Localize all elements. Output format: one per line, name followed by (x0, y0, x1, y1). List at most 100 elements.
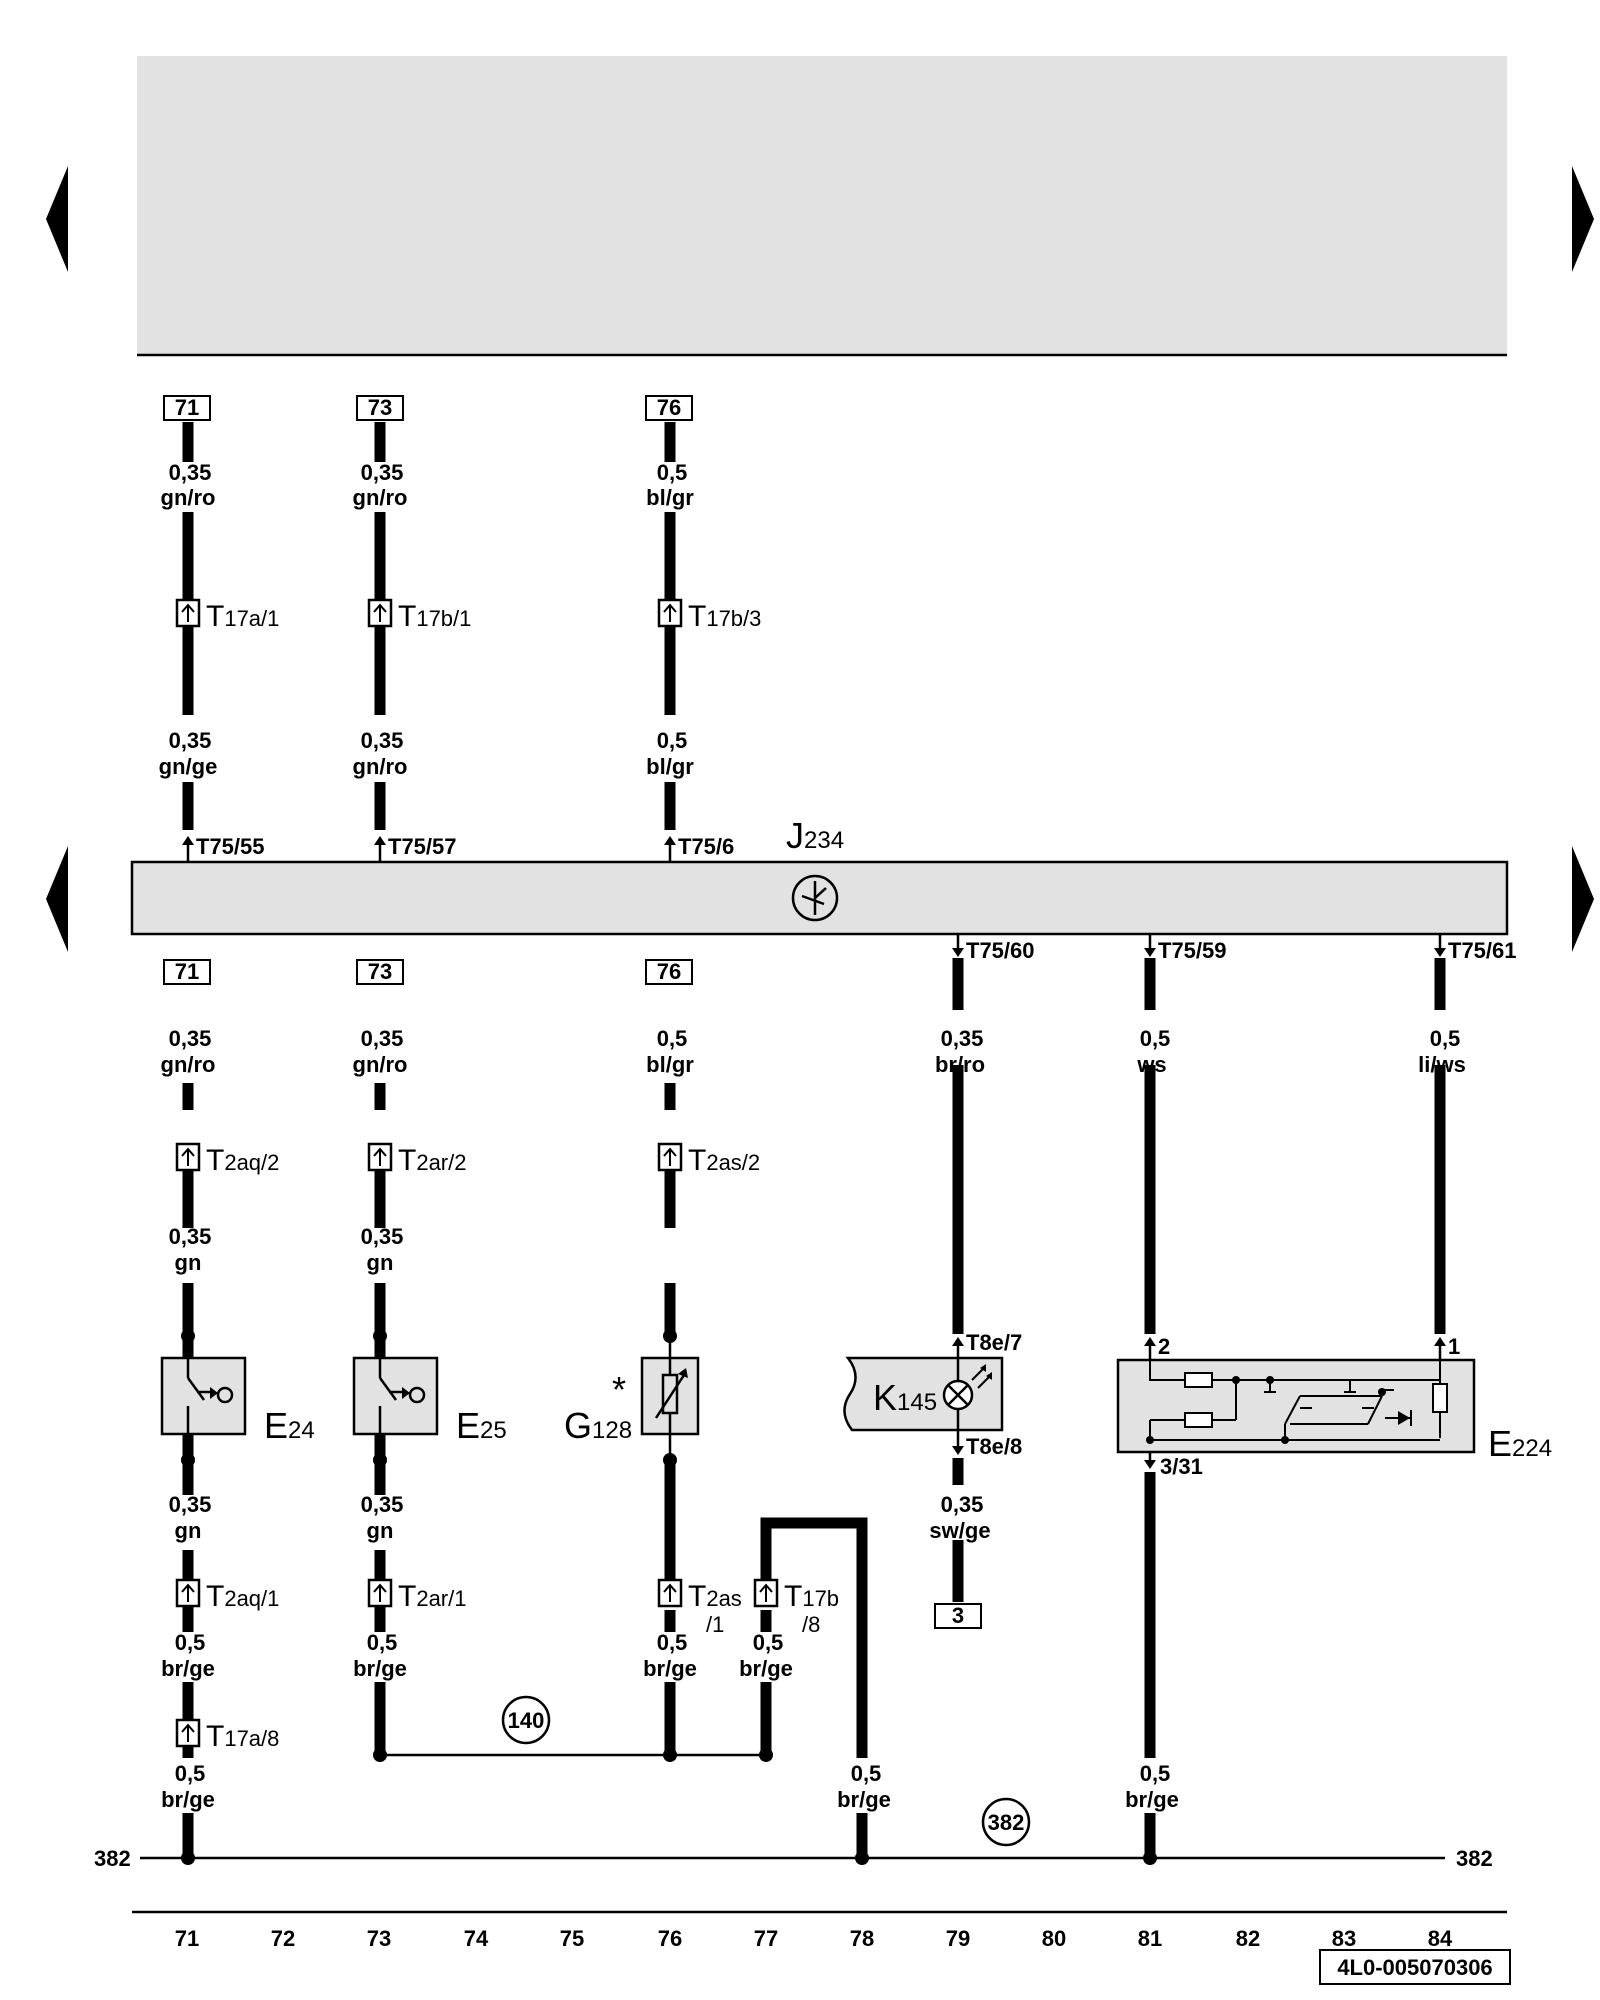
splice-circle-label: 140 (508, 1708, 545, 1733)
component-g128-mark: * (612, 1369, 626, 1410)
component-k145 (843, 1356, 1004, 1434)
pin-t75-61: T75/61 (1448, 938, 1517, 963)
pin-1: 1 (1448, 1334, 1460, 1359)
wire-size: 0,35 (169, 460, 212, 485)
wire-color: br/ge (739, 1656, 793, 1681)
column-number: 73 (367, 1926, 391, 1951)
control-unit-j234 (130, 860, 1509, 936)
ref-box-3: 3 (952, 1603, 964, 1628)
nav-left-arrow-top[interactable] (46, 166, 68, 272)
wire-color: br/ge (837, 1787, 891, 1812)
column-number: 72 (271, 1926, 295, 1951)
connector-label-t17b1: T17b/1 (398, 600, 471, 633)
wire-size: 0,35 (361, 1224, 404, 1249)
wire-color: br/ge (353, 1656, 407, 1681)
wire-size: 0,5 (1140, 1026, 1171, 1051)
pin-2: 2 (1158, 1334, 1170, 1359)
connector-label-t2as1: T2as (688, 1580, 742, 1613)
wire-size: 0,5 (367, 1630, 398, 1655)
connector-label-t17b8: T17b (784, 1580, 839, 1613)
wire-color: br/ge (161, 1656, 215, 1681)
wire-color: bl/gr (646, 1052, 694, 1077)
connector-label-t2as2: T2as/2 (688, 1144, 760, 1177)
wire-size: 0,35 (361, 728, 404, 753)
wire-size: 0,5 (753, 1630, 784, 1655)
wire-color: gn/ge (159, 754, 218, 779)
wire-color: gn/ro (161, 1052, 216, 1077)
column-number: 80 (1042, 1926, 1066, 1951)
column-number: 82 (1236, 1926, 1260, 1951)
column-number: 75 (560, 1926, 584, 1951)
ref-box-76-top: 76 (657, 395, 681, 420)
component-label-k145: K145 (873, 1377, 937, 1418)
component-label-e224: E224 (1488, 1423, 1552, 1464)
wire-color: gn (367, 1518, 394, 1543)
wire-color: gn/ro (353, 485, 408, 510)
column-number: 78 (850, 1926, 874, 1951)
pin-t75-59: T75/59 (1158, 938, 1227, 963)
wire-color: br/ge (161, 1787, 215, 1812)
pin-t75-55: T75/55 (196, 834, 265, 859)
wire-size: 0,5 (657, 1026, 688, 1051)
wire-size: 0,35 (169, 1224, 212, 1249)
pin-3-31: 3/31 (1160, 1454, 1203, 1479)
column-number: 81 (1138, 1926, 1162, 1951)
wire-color: gn/ro (161, 485, 216, 510)
wire-color: bl/gr (646, 754, 694, 779)
control-unit-label: J234 (786, 815, 844, 856)
document-id-box (1319, 1949, 1511, 1985)
ref-box-73-top: 73 (368, 395, 392, 420)
column-number: 83 (1332, 1926, 1356, 1951)
wire-size: 0,5 (175, 1761, 206, 1786)
component-e24 (160, 1336, 247, 1460)
wire-size: 0,35 (169, 1026, 212, 1051)
pin-t8e-8: T8e/8 (966, 1434, 1022, 1459)
component-label-e25: E25 (456, 1405, 507, 1446)
pin-t8e-7: T8e/7 (966, 1330, 1022, 1355)
wire-size: 0,5 (1140, 1761, 1171, 1786)
wire-size: 0,5 (851, 1761, 882, 1786)
control-unit-symbol-icon (791, 874, 839, 922)
connector-label-t17b8-suffix: /8 (802, 1612, 820, 1637)
column-number: 74 (464, 1926, 489, 1951)
wire-size: 0,35 (169, 728, 212, 753)
connector-label-t2ar1: T2ar/1 (398, 1580, 466, 1613)
nav-right-arrow-middle[interactable] (1572, 846, 1594, 952)
component-e25 (352, 1336, 439, 1460)
ground-382-marker (981, 1797, 1031, 1847)
ref-box-71-bottom: 71 (175, 959, 199, 984)
wire-color: gn/ro (353, 1052, 408, 1077)
pin-t75-6: T75/6 (678, 834, 734, 859)
connector-label-t2aq1: T2aq/1 (206, 1580, 279, 1613)
ref-box-73-bottom: 73 (368, 959, 392, 984)
top-panel (137, 56, 1507, 355)
pin-t75-57: T75/57 (388, 834, 457, 859)
wire-color: bl/gr (646, 485, 694, 510)
connector-label-t2ar2: T2ar/2 (398, 1144, 466, 1177)
splice-140-marker (501, 1695, 551, 1745)
column-number: 71 (175, 1926, 199, 1951)
column-number: 76 (658, 1926, 682, 1951)
wire-size: 0,5 (175, 1630, 206, 1655)
wire-color: gn/ro (353, 754, 408, 779)
connector-label-t2as1-suffix: /1 (706, 1612, 724, 1637)
component-label-e24: E24 (264, 1405, 315, 1446)
wire-size: 0,5 (657, 460, 688, 485)
wire-color: gn (175, 1250, 202, 1275)
nav-left-arrow-middle[interactable] (46, 846, 68, 952)
document-id: 4L0-005070306 (1337, 1955, 1492, 1980)
component-e224 (1116, 1358, 1476, 1454)
wire-color: br/ge (1125, 1787, 1179, 1812)
wire-size: 0,5 (657, 728, 688, 753)
ground-bus-label-left: 382 (94, 1846, 131, 1871)
wire-size: 0,35 (361, 1492, 404, 1517)
connector-label-t17a1: T17a/1 (206, 600, 279, 633)
connector-label-t17b3: T17b/3 (688, 600, 761, 633)
column-number: 84 (1428, 1926, 1453, 1951)
nav-right-arrow-top[interactable] (1572, 166, 1594, 272)
column-number: 79 (946, 1926, 970, 1951)
ref-box-76-bottom: 76 (657, 959, 681, 984)
connector-label-t2aq2: T2aq/2 (206, 1144, 279, 1177)
wire-size: 0,35 (941, 1492, 984, 1517)
wire-color: li/ws (1418, 1052, 1466, 1077)
